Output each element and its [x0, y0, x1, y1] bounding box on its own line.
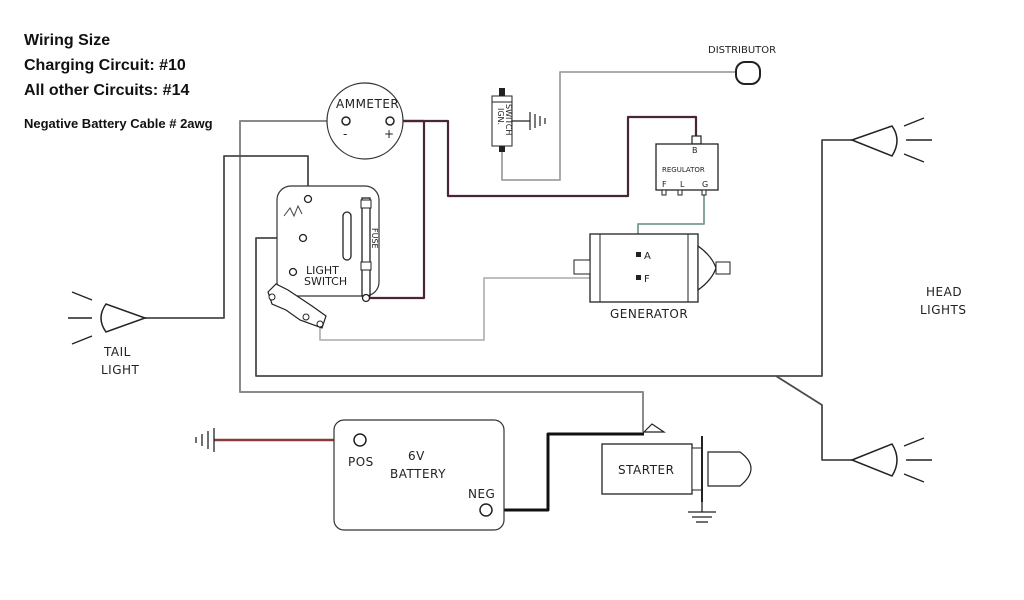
tail-light-label-1: TAIL [103, 345, 131, 359]
ign-switch-label-2: SWITCH [504, 104, 513, 135]
head-light-bulb-icon [849, 125, 898, 157]
battery-pos-terminal [353, 433, 367, 447]
other-circuits-size: All other Circuits: #14 [24, 82, 190, 99]
wire-head-lights [255, 139, 852, 377]
head-lights-label-2: LIGHTS [920, 303, 967, 317]
ignition-switch: IGN. SWITCH [491, 88, 546, 152]
battery-neg-label: NEG [468, 487, 495, 501]
battery: POS 6V BATTERY NEG [333, 419, 505, 531]
light-switch-label-1: LIGHT [306, 264, 339, 277]
tail-light-label-2: LIGHT [101, 363, 140, 377]
head-light-upper [849, 117, 932, 163]
head-light-bulb-icon [849, 443, 898, 477]
generator-label: GENERATOR [610, 307, 688, 321]
ign-switch-label-1: IGN. [496, 108, 505, 125]
generator: A F GENERATOR [573, 233, 731, 321]
battery-pos-label: POS [348, 455, 374, 469]
regulator-f-label: F [662, 180, 667, 189]
battery-label: BATTERY [390, 467, 446, 481]
regulator-b-label: B [692, 146, 698, 155]
fuse-label: FUSE [370, 228, 379, 249]
head-light-lower [849, 437, 932, 483]
battery-cable-size: Negative Battery Cable # 2awg [24, 116, 213, 131]
light-switch: FUSE LIGHT SWITCH [267, 185, 380, 329]
generator-a-label: A [644, 251, 651, 262]
light-switch-label-2: SWITCH [304, 275, 347, 288]
tail-light-bulb-icon [100, 303, 148, 333]
ammeter: AMMETER - + [326, 82, 404, 160]
title-wiring-size: Wiring Size [24, 32, 111, 49]
wire-head-light-lower [775, 375, 852, 461]
starter-label: STARTER [618, 463, 674, 477]
wire-ammeter-to-light-switch [368, 119, 426, 300]
distributor: DISTRIBUTOR [708, 45, 776, 85]
distributor-label: DISTRIBUTOR [708, 45, 776, 56]
head-lights-label-1: HEAD [926, 285, 962, 299]
ammeter-pos-label: + [384, 127, 395, 141]
regulator-label: REGULATOR [662, 166, 705, 174]
ammeter-pos-terminal [385, 116, 395, 126]
wire-tail-light [145, 155, 309, 319]
ammeter-label: AMMETER [336, 97, 399, 111]
wire-ammeter-to-starter [239, 120, 644, 432]
charging-circuit-size: Charging Circuit: #10 [24, 57, 186, 74]
generator-f-label: F [644, 274, 650, 285]
ammeter-neg-label: - [343, 127, 348, 141]
ground-icon [688, 511, 716, 523]
ammeter-neg-terminal [341, 116, 351, 126]
regulator-g-label: G [702, 180, 708, 189]
battery-neg-terminal [479, 503, 493, 517]
regulator: B REGULATOR F L G [655, 135, 719, 196]
wire-distributor [501, 71, 736, 181]
regulator-l-label: L [680, 180, 685, 189]
wire-battery-neg [488, 432, 644, 512]
starter: STARTER [601, 423, 752, 523]
battery-voltage-label: 6V [408, 449, 425, 463]
ground-icon [195, 428, 215, 452]
wire-ammeter-to-regulator [390, 115, 698, 198]
tail-light: TAIL LIGHT [68, 291, 148, 377]
wire-generator-field [319, 277, 638, 341]
